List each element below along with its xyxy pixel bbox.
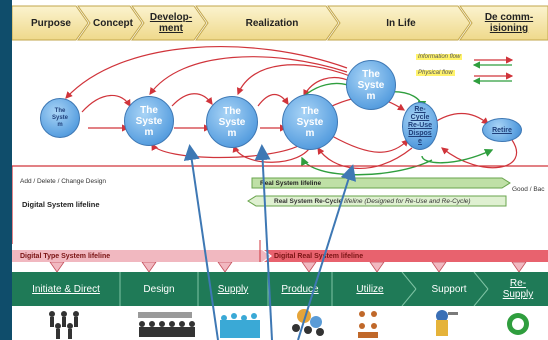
real-system-lifeline-label: Real System lifeline	[260, 180, 322, 187]
phase-realization: Realization	[245, 17, 299, 29]
phase-purpose: Purpose	[30, 17, 71, 29]
phase-chevron-concept	[77, 5, 143, 41]
system-node-retire: Retire	[482, 118, 522, 142]
info-arc-to-system-2	[236, 64, 351, 96]
gears-people-icon	[292, 309, 324, 336]
system-node-2: The Syste m	[206, 96, 258, 148]
system-node-1: The Syste m	[124, 96, 174, 146]
lifeline-bands	[12, 165, 548, 262]
phase-chevron-development	[131, 5, 207, 41]
phase-concept: Concept	[93, 17, 133, 29]
activity-design: Design	[143, 283, 175, 295]
digital-real-lifeline-label: Digital Real System lifeline	[274, 252, 364, 260]
system-node-3: The Syste m	[282, 94, 338, 150]
phase-in-life: In Life	[386, 17, 416, 29]
system-node-small: The Syste m	[40, 98, 80, 138]
good-bad-label: Good / Bac	[512, 186, 545, 193]
digital-type-lifeline-label: Digital Type System lifeline	[20, 252, 111, 260]
mechanic-icon	[436, 310, 458, 336]
left-accent-bar	[0, 0, 12, 340]
activity-utilize: Utilize	[356, 283, 384, 295]
lifecycle-diagram: Purpose Concept Develop- ment Realizatio…	[12, 0, 548, 340]
phase-development: Develop- ment	[149, 12, 193, 34]
legend-physical-flow: Physical flow	[416, 70, 455, 76]
phase-chevron-decommissioning	[459, 5, 548, 41]
activity-produce: Produce	[281, 283, 319, 295]
activity-support: Support	[431, 283, 467, 295]
digital-system-lifeline-label: Digital System lifeline	[22, 200, 100, 209]
team-meeting-icon	[138, 312, 195, 337]
real-system-recycle-lifeline-label: Real System Re-Cycle lifeline (Designed …	[274, 198, 471, 205]
users-grid-icon	[358, 311, 378, 338]
info-arc-to-small-system	[65, 46, 348, 99]
activity-initiate-direct: Initiate & Direct	[32, 283, 100, 295]
phase-decommissioning: De comm- isioning	[484, 12, 534, 34]
system-node-top: The Syste m	[346, 60, 396, 110]
activity-illustrations	[49, 309, 529, 339]
activity-bar	[12, 272, 548, 306]
crowd-icon	[220, 313, 260, 338]
phase-chevron-purpose	[12, 5, 89, 41]
downward-chevrons	[49, 262, 527, 273]
add-delete-change-label: Add / Delete / Change Design	[20, 178, 106, 185]
people-hierarchy-icon	[49, 311, 79, 339]
system-node-recycle: Re- Cycle Re-Use Dispos e	[402, 102, 438, 150]
activity-resupply: Re- Supply	[502, 278, 534, 300]
phase-chevron-bar	[12, 5, 548, 41]
info-arc-to-system-1	[149, 56, 348, 95]
phase-chevron-realization	[195, 5, 339, 41]
activity-supply: Supply	[217, 283, 249, 295]
legend-information-flow: Information flow	[416, 54, 463, 60]
recycle-icon	[507, 313, 529, 335]
phase-chevron-in-life	[327, 5, 471, 41]
